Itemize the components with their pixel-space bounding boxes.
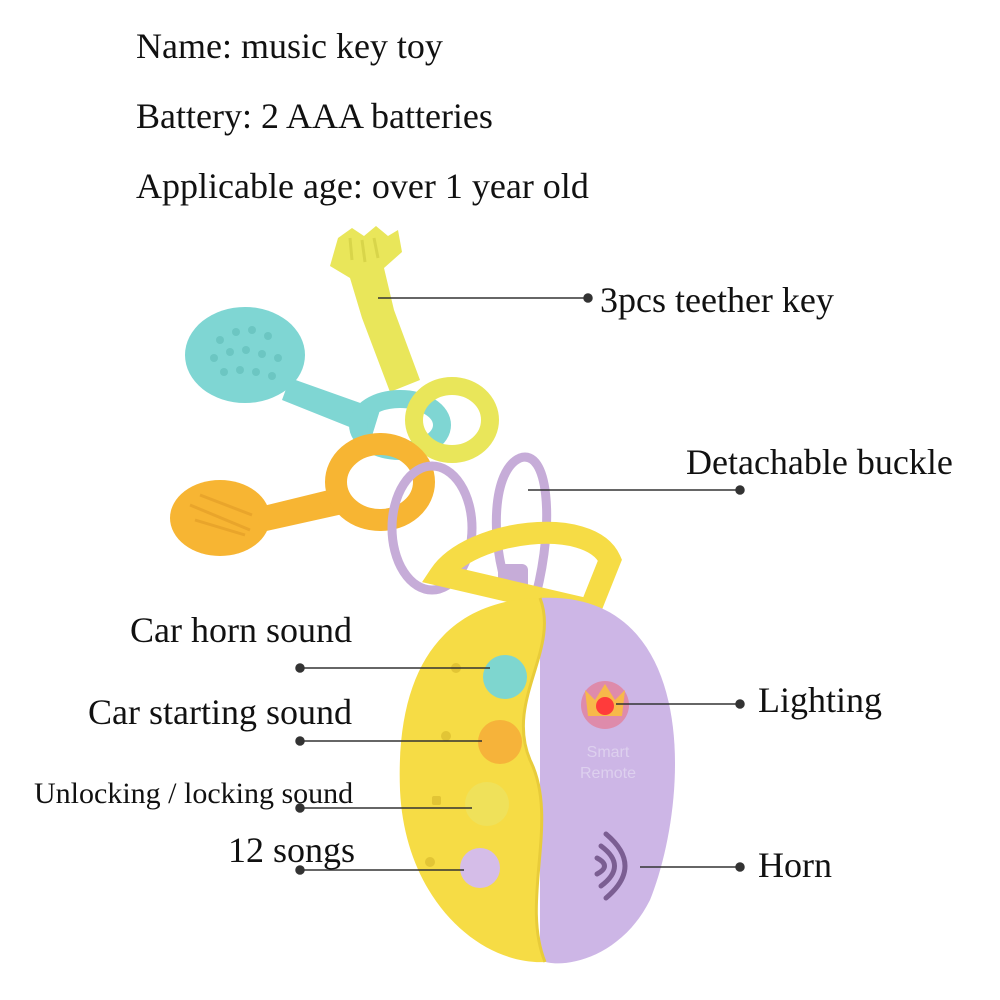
- yellow-teether-key: [330, 226, 420, 392]
- callout-car-starting-sound: Car starting sound: [88, 692, 352, 732]
- orange-teether-key: [170, 433, 435, 556]
- car-horn-sound-button[interactable]: [483, 655, 527, 699]
- remote-body: [399, 521, 676, 964]
- callout-leaders: [295, 293, 745, 875]
- callout-horn: Horn: [758, 845, 832, 885]
- crown-light-icon: [581, 681, 629, 729]
- teal-teether-key: [185, 307, 451, 460]
- yellow-key-ring: [405, 377, 499, 463]
- product-print-line2: Remote: [580, 765, 636, 782]
- spec-name: Name: music key toy: [136, 26, 443, 66]
- spec-age: Applicable age: over 1 year old: [136, 166, 589, 206]
- lock-sound-button[interactable]: [465, 782, 509, 826]
- callout-teether-key: 3pcs teether key: [600, 280, 834, 320]
- spec-battery: Battery: 2 AAA batteries: [136, 96, 493, 136]
- callout-lock-sound: Unlocking / locking sound: [34, 777, 354, 810]
- speaker-wave-icon: [594, 831, 628, 901]
- product-print-line1: Smart: [587, 744, 630, 761]
- car-starting-sound-button[interactable]: [478, 720, 522, 764]
- callout-12-songs: 12 songs: [228, 830, 356, 870]
- callout-lighting: Lighting: [758, 680, 882, 720]
- callout-detachable-buckle: Detachable buckle: [686, 442, 953, 482]
- button-icons: [425, 663, 461, 867]
- songs-button[interactable]: [460, 848, 500, 888]
- callout-car-horn-sound: Car horn sound: [130, 610, 352, 650]
